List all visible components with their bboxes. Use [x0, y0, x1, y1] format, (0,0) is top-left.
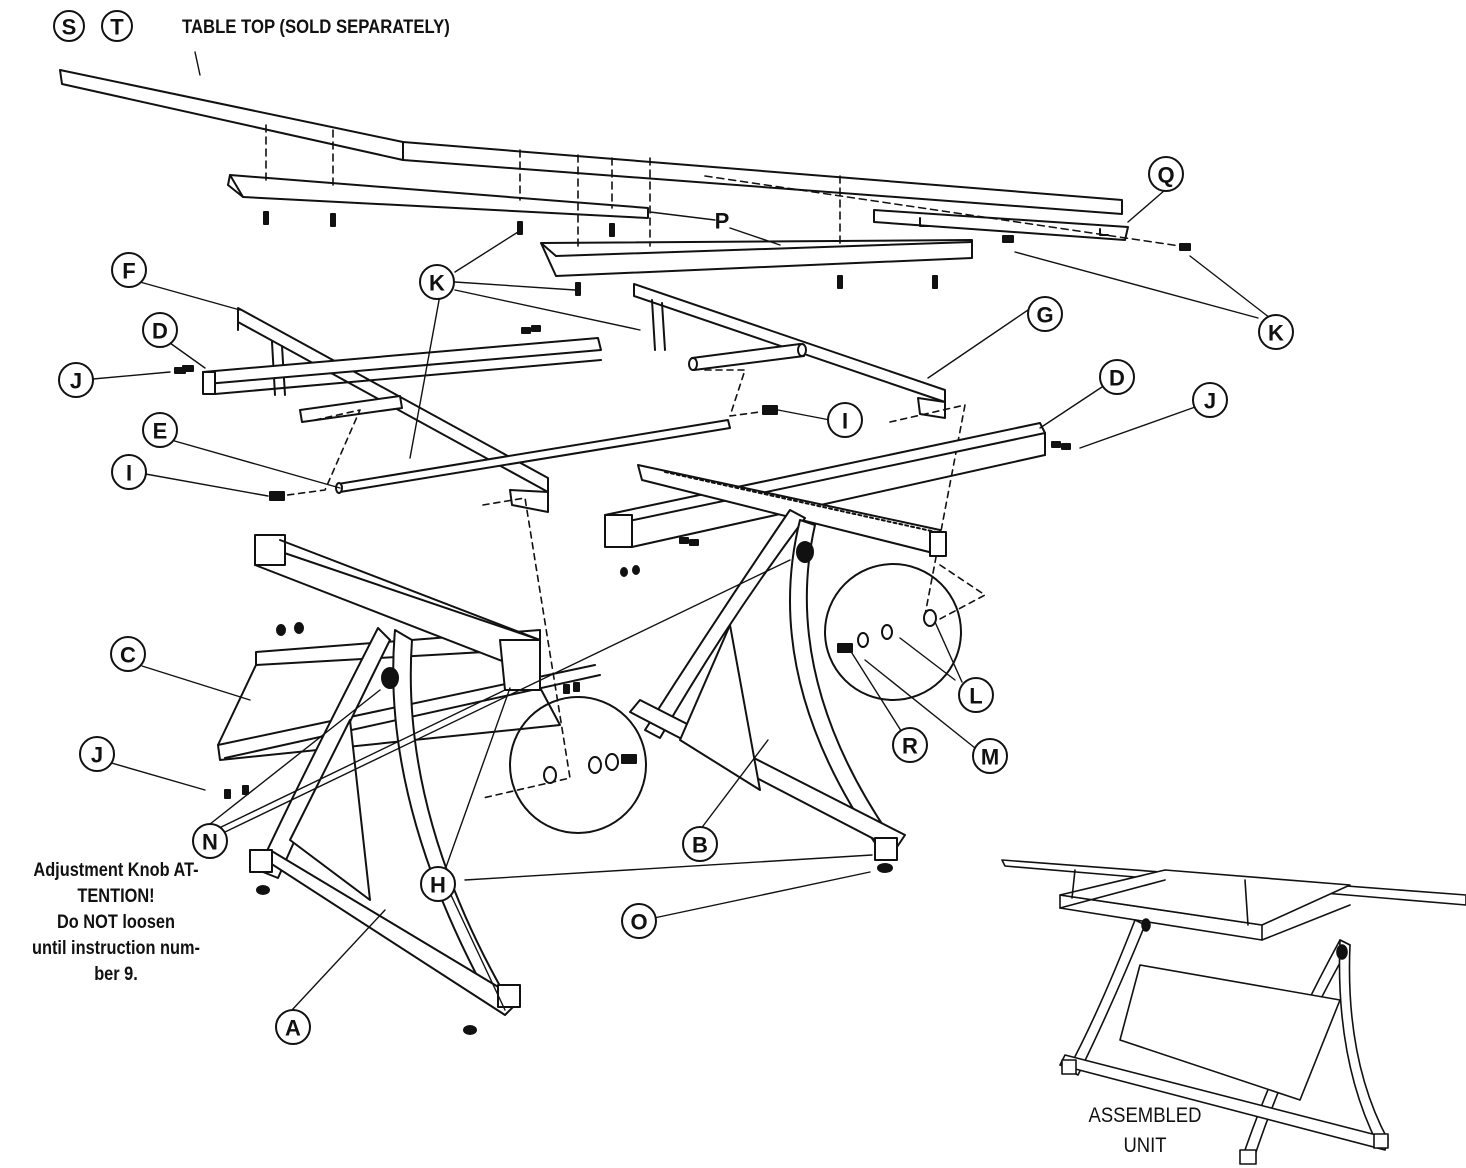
leader-lines — [81, 51, 1271, 1011]
callout-e: E — [153, 419, 168, 444]
callout-b: B — [692, 833, 708, 858]
callout-d-lower: D — [1109, 366, 1125, 391]
adjustment-knob-note: Adjustment Knob AT- TENTION! Do NOT loos… — [16, 858, 216, 988]
callout-q: Q — [1157, 163, 1174, 188]
note-line: ber 9. — [94, 964, 138, 985]
table-top — [59, 69, 1123, 215]
callout-o: O — [630, 910, 647, 935]
callout-d-upper: D — [152, 319, 168, 344]
crossbar-d-lower — [604, 422, 1046, 548]
note-line: Do NOT loosen — [56, 912, 176, 933]
callout-l: L — [969, 684, 982, 709]
rod-rear — [688, 343, 807, 371]
callout-n: N — [202, 830, 218, 855]
detail-circle-left — [509, 696, 647, 834]
table-top-title: TABLE TOP (SOLD SEPARATELY) — [182, 16, 450, 37]
callout-a: A — [285, 1016, 301, 1041]
screws-k — [263, 211, 1191, 296]
callout-m: M — [981, 745, 999, 770]
callout-g: G — [1036, 303, 1053, 328]
assembled-label-line1: ASSEMBLED — [1089, 1104, 1202, 1127]
washers-left — [543, 753, 637, 784]
callout-s: S — [62, 15, 77, 40]
callout-f: F — [122, 259, 135, 284]
assembled-unit-illustration — [1001, 859, 1466, 1165]
screws-j — [174, 325, 1071, 799]
rod-e — [299, 395, 731, 494]
front-stretcher — [254, 534, 541, 691]
bracket-q — [873, 209, 1129, 241]
detail-circle-right — [824, 563, 962, 701]
callout-r: R — [902, 734, 918, 759]
callout-j-upper: J — [70, 369, 82, 394]
leg-b — [629, 509, 906, 873]
crossbar-d-upper — [202, 337, 602, 395]
washers-right — [837, 609, 937, 653]
rail-p-rear — [540, 239, 973, 277]
callout-i-left: I — [126, 461, 132, 486]
callout-i-right: I — [842, 409, 848, 434]
rail-p-front — [227, 174, 649, 219]
callout-k-left: K — [429, 271, 445, 296]
callout-p: P — [715, 209, 730, 234]
callout-k-right: K — [1268, 321, 1284, 346]
callout-h: H — [430, 873, 446, 898]
beam-g — [633, 283, 946, 419]
callout-t: T — [110, 15, 124, 40]
assembled-label-line2: UNIT — [1123, 1134, 1166, 1157]
drop-lines-top — [265, 124, 1181, 247]
note-line: until instruction num- — [32, 938, 200, 959]
callout-j-right: J — [1204, 389, 1216, 414]
callout-j-lower: J — [91, 743, 103, 768]
note-line: Adjustment Knob AT- — [33, 860, 199, 881]
note-line: TENTION! — [77, 886, 155, 907]
callout-circles — [53, 10, 1294, 1045]
callout-c: C — [120, 643, 136, 668]
